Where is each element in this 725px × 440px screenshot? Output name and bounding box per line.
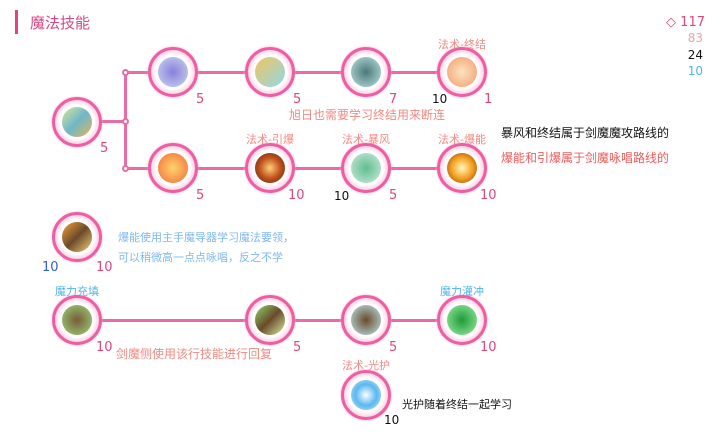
skill-level: 5 <box>389 188 398 203</box>
title-accent-bar <box>15 10 18 34</box>
down-arrow-skill-icon <box>158 57 188 87</box>
staff-skill-icon <box>351 305 381 335</box>
flame-skill-icon <box>158 153 188 183</box>
note-catalyst-1: 爆能使用主手魔导器学习魔法要领， <box>118 231 294 244</box>
points-a: 83 <box>687 31 703 45</box>
skill-level: 10 <box>384 413 400 427</box>
skill-node-mana-fill[interactable] <box>52 295 102 345</box>
skill-node-guard[interactable] <box>341 370 391 420</box>
note-chant-route: 爆能和引爆属于剑魔咏唱路线的 <box>501 151 670 165</box>
arrow-skill-icon <box>62 107 92 137</box>
skill-label: 魔力灌冲 <box>440 285 484 298</box>
explosion-skill-icon <box>255 153 285 183</box>
junction-dot <box>122 118 129 125</box>
skill-level: 10 <box>96 340 113 355</box>
connector <box>125 167 465 170</box>
skill-label: 魔力充填 <box>55 285 99 298</box>
points-total: 117 <box>680 15 705 30</box>
skill-level: 5 <box>100 141 109 156</box>
skill-node-burst[interactable] <box>437 143 487 193</box>
total-points: ◇ 117 <box>666 15 705 30</box>
skill-label: 法术-暴风 <box>342 133 390 146</box>
points-b: 24 <box>687 48 703 62</box>
burst-skill-icon <box>447 153 477 183</box>
points-c: 10 <box>687 64 703 78</box>
row4-caption: 剑魔侧使用该行技能进行回复 <box>115 347 273 361</box>
arrow-skill-icon <box>255 57 285 87</box>
skill-level: 5 <box>293 92 302 107</box>
skill-node-storm[interactable] <box>341 143 391 193</box>
staff-skill-icon <box>62 222 92 252</box>
skill-level: 5 <box>196 92 205 107</box>
skill-node[interactable] <box>245 47 295 97</box>
skill-level: 10 <box>480 188 497 203</box>
connector <box>100 120 125 123</box>
skill-level: 10 <box>96 260 113 275</box>
skill-node-catalyst[interactable] <box>52 212 102 262</box>
skill-label: 法术-终结 <box>438 38 486 51</box>
skill-node-mana-surge[interactable] <box>437 295 487 345</box>
skill-node[interactable] <box>148 47 198 97</box>
figure-skill-icon <box>351 57 381 87</box>
skill-label: 法术-爆能 <box>438 133 486 146</box>
skill-requirement: 10 <box>334 189 350 203</box>
skill-label: 法术-光护 <box>342 359 390 372</box>
skill-node-finale[interactable] <box>437 47 487 97</box>
lotus-skill-icon <box>447 57 477 87</box>
note-attack-route: 暴风和终结属于剑魔魔攻路线的 <box>501 126 670 140</box>
figure-skill-icon <box>447 305 477 335</box>
skill-level: 5 <box>196 188 205 203</box>
diamond-icon: ◇ <box>666 15 677 30</box>
note-guard: 光护随着终结一起学习 <box>402 398 512 411</box>
junction-dot <box>122 165 129 172</box>
staff-skill-icon <box>255 305 285 335</box>
skill-node[interactable] <box>341 295 391 345</box>
tornado-skill-icon <box>351 153 381 183</box>
light-guard-skill-icon <box>351 380 381 410</box>
note-catalyst-2: 可以稍微高一点点咏唱，反之不学 <box>118 251 283 264</box>
skill-level: 10 <box>288 188 305 203</box>
skill-level: 5 <box>389 340 398 355</box>
skill-node[interactable] <box>245 295 295 345</box>
skill-level: 10 <box>480 340 497 355</box>
skill-level: 5 <box>293 340 302 355</box>
skill-requirement: 10 <box>42 260 59 275</box>
skill-requirement: 10 <box>432 92 448 106</box>
skill-node-root[interactable] <box>52 97 102 147</box>
page-title: 魔法技能 <box>30 14 91 32</box>
skill-label: 法术-引爆 <box>246 133 294 146</box>
skill-node[interactable] <box>341 47 391 97</box>
skill-node[interactable] <box>148 143 198 193</box>
skill-level: 1 <box>484 92 493 107</box>
row1-caption: 旭日也需要学习终结用来断连 <box>288 108 446 122</box>
connector <box>125 71 465 74</box>
skill-node-detonate[interactable] <box>245 143 295 193</box>
skill-level: 7 <box>389 92 398 107</box>
junction-dot <box>122 69 129 76</box>
figure-skill-icon <box>62 305 92 335</box>
